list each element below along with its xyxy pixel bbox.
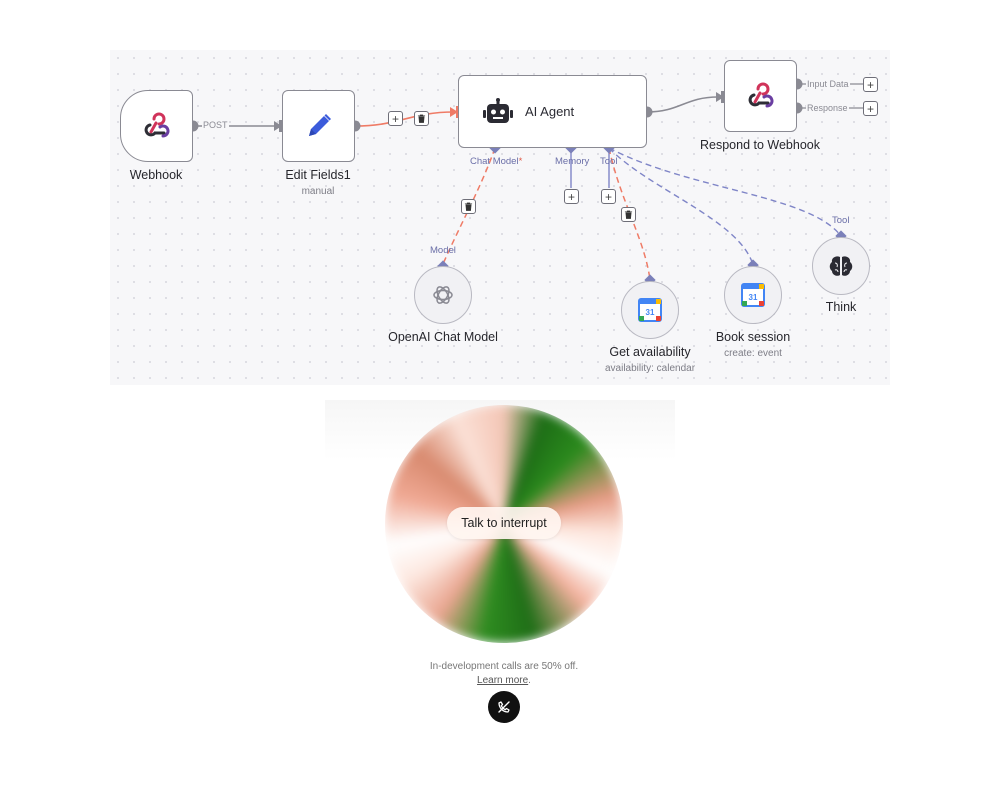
node-ai-agent-label: AI Agent	[525, 104, 575, 119]
edge-tool-think	[608, 147, 842, 237]
port-think-tool-label: Tool	[832, 215, 850, 226]
arrow-head	[450, 107, 458, 117]
edge-tool-booksession	[608, 147, 754, 266]
trash-icon	[417, 114, 426, 123]
add-response-button[interactable]: +	[863, 101, 878, 116]
brain-icon	[829, 256, 853, 276]
arrow-head	[274, 121, 282, 131]
pencil-icon	[308, 114, 331, 136]
add-memory-button[interactable]: +	[564, 189, 579, 204]
add-input-data-button[interactable]: +	[863, 77, 878, 92]
trash-icon	[624, 210, 633, 219]
node-webhook[interactable]	[120, 90, 193, 162]
openai-icon	[433, 286, 453, 304]
edge-agent-respond	[646, 96, 719, 113]
learn-more-line: Learn more.	[430, 674, 578, 688]
node-get-availability[interactable]: 31	[621, 281, 679, 339]
output-input-data-label: Input Data	[806, 79, 850, 89]
node-get-availability-label: Get availability	[609, 345, 691, 359]
node-book-session-label: Book session	[715, 330, 791, 344]
delete-chatmodel-connection-button[interactable]	[461, 199, 476, 214]
learn-more-link[interactable]: Learn more	[477, 675, 529, 686]
learn-more-period: .	[528, 675, 531, 686]
node-webhook-label: Webhook	[129, 168, 183, 182]
webhook-icon	[748, 82, 773, 108]
node-openai-chat-model[interactable]	[414, 266, 472, 324]
node-openai-label: OpenAI Chat Model	[388, 330, 498, 344]
node-edit-fields[interactable]	[282, 90, 355, 162]
edge-post-label: POST	[202, 120, 229, 130]
google-calendar-icon: 31	[741, 283, 765, 307]
port-tool-label: Tool	[600, 156, 618, 167]
arrow-head	[716, 92, 724, 102]
phone-off-icon	[498, 701, 510, 713]
node-book-session[interactable]: 31	[724, 266, 782, 324]
node-respond-label: Respond to Webhook	[700, 138, 820, 152]
edge-editfields-agent	[354, 111, 455, 127]
output-response-label: Response	[806, 103, 849, 113]
port-chat-model-label: Chat Model*	[470, 156, 522, 167]
node-edit-fields-sub: manual	[301, 186, 335, 197]
node-book-session-sub: create: event	[724, 348, 782, 359]
pricing-note-text: In-development calls are 50% off.	[429, 661, 579, 672]
robot-icon	[483, 97, 513, 123]
node-respond-to-webhook[interactable]	[724, 60, 797, 132]
calendar-day-text: 31	[646, 308, 655, 317]
node-edit-fields-label: Edit Fields1	[285, 168, 351, 182]
port-memory-label: Memory	[555, 156, 590, 167]
delete-connection-button[interactable]	[414, 111, 429, 126]
google-calendar-icon: 31	[638, 298, 662, 322]
add-tool-button[interactable]: +	[601, 189, 616, 204]
end-call-button[interactable]	[488, 691, 520, 723]
add-node-button[interactable]: +	[388, 111, 403, 126]
pricing-note: In-development calls are 50% off. Learn …	[430, 660, 578, 688]
calendar-day-text: 31	[749, 293, 758, 302]
node-think-label: Think	[825, 300, 857, 314]
port-model-label: Model	[430, 245, 456, 256]
node-get-availability-sub: availability: calendar	[604, 363, 696, 374]
required-marker: *	[518, 156, 523, 167]
webhook-icon	[144, 112, 169, 138]
node-think[interactable]	[812, 237, 870, 295]
node-ai-agent[interactable]: AI Agent	[458, 75, 647, 148]
editfields-input-handle	[279, 120, 284, 132]
workflow-canvas[interactable]: Webhook POST Edit Fields1 manual + AI Ag…	[110, 50, 890, 385]
port-chat-model-text: Chat Model	[470, 156, 519, 167]
respond-input-handle	[721, 91, 726, 103]
trash-icon	[464, 202, 473, 211]
talk-to-interrupt-button[interactable]: Talk to interrupt	[447, 507, 561, 539]
delete-tool-connection-button[interactable]	[621, 207, 636, 222]
